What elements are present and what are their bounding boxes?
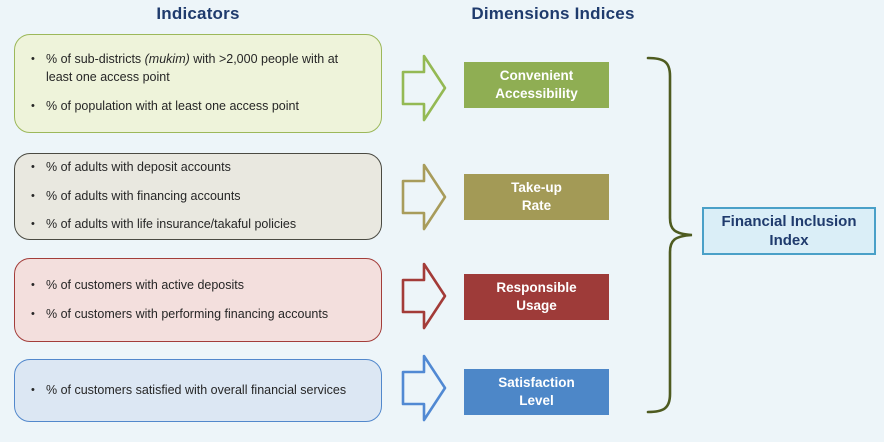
dimension-box-responsible-usage: Responsible Usage bbox=[464, 274, 609, 320]
bullet-item: • % of adults with deposit accounts bbox=[31, 159, 369, 177]
right-arrow-icon bbox=[401, 163, 447, 231]
bullet-icon: • bbox=[31, 189, 35, 202]
bullet-text: % of customers with active deposits bbox=[46, 277, 244, 292]
right-arrow-icon bbox=[401, 354, 447, 422]
dimension-box-satisfaction-level: Satisfaction Level bbox=[464, 369, 609, 415]
indicators-column-title: Indicators bbox=[156, 4, 240, 23]
financial-inclusion-index-box: Financial Inclusion Index bbox=[702, 207, 876, 255]
bullet-icon: • bbox=[31, 218, 35, 231]
right-arrow-icon bbox=[401, 54, 447, 122]
bullet-item: • % of customers with performing financin… bbox=[31, 306, 369, 324]
curly-brace-icon bbox=[646, 56, 693, 414]
bullet-text: % of sub-districts (mukim) with >2,000 p… bbox=[46, 52, 339, 85]
indicator-box-accessibility: • % of sub-districts (mukim) with >2,000 … bbox=[14, 34, 382, 133]
bullet-icon: • bbox=[31, 307, 35, 320]
bullet-icon: • bbox=[31, 160, 35, 173]
bullet-icon: • bbox=[31, 53, 35, 66]
bullet-item: • % of adults with life insurance/takaful… bbox=[31, 216, 369, 234]
bullet-item: • % of population with at least one acces… bbox=[31, 98, 369, 116]
indicator-box-usage: • % of customers with active deposits • % o… bbox=[14, 258, 382, 342]
indicator-box-takeup: • % of adults with deposit accounts • % of … bbox=[14, 153, 382, 240]
right-arrow-icon bbox=[401, 262, 447, 330]
bullet-icon: • bbox=[31, 99, 35, 112]
indicator-box-satisfaction: • % of customers satisfied with overall f… bbox=[14, 359, 382, 422]
dimensions-column-title: Dimensions Indices bbox=[471, 4, 635, 23]
bullet-text: % of adults with life insurance/takaful … bbox=[46, 217, 297, 232]
bullet-text: % of customers with performing financing… bbox=[46, 306, 329, 321]
bullet-item: • % of customers satisfied with overall f… bbox=[31, 382, 369, 400]
bullet-text: % of customers satisfied with overall fi… bbox=[46, 382, 347, 397]
bullet-item: • % of adults with financing accounts bbox=[31, 188, 369, 206]
bullet-icon: • bbox=[31, 383, 35, 396]
bullet-item: • % of customers with active deposits bbox=[31, 277, 369, 295]
dimension-box-convenient-accessibility: Convenient Accessibility bbox=[464, 62, 609, 108]
dimension-box-takeup-rate: Take-up Rate bbox=[464, 174, 609, 220]
bullet-item: • % of sub-districts (mukim) with >2,000 … bbox=[31, 51, 369, 87]
bullet-icon: • bbox=[31, 278, 35, 291]
bullet-text: % of adults with financing accounts bbox=[46, 188, 241, 203]
bullet-text: % of population with at least one access… bbox=[46, 98, 299, 113]
bullet-text: % of adults with deposit accounts bbox=[46, 159, 231, 174]
